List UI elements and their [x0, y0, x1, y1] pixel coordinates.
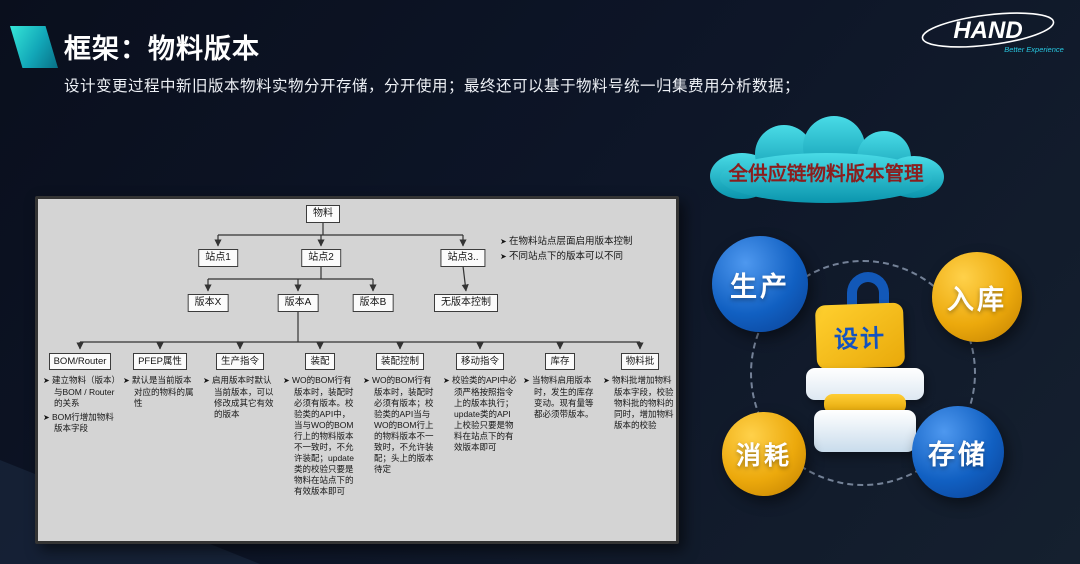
module-box: BOM/Router [48, 353, 112, 371]
lock-shackle-icon [847, 272, 889, 308]
module-box: PFEP属性 [133, 353, 187, 371]
supply-chain-cloud: 全供应链物料版本管理 [710, 116, 944, 203]
node-storage: 存储 [912, 406, 1004, 498]
module-note: WO的BOM行有版本时，装配时必须有版本；校验类的API当与WO的BOM行上的物… [363, 375, 437, 475]
logo-brand: HAND [953, 17, 1022, 44]
node-consumption: 消耗 [722, 412, 806, 496]
module-box: 装配 [305, 353, 335, 371]
version-node-a: 版本A [277, 294, 319, 312]
module-box: 库存 [545, 353, 575, 371]
module-box: 生产指令 [215, 353, 264, 371]
material-version-flowchart: 物料 站点1 站点2 站点3.. 在物料站点层面启用版本控制 不同站点下的版本可… [35, 196, 679, 544]
version-node-none: 无版本控制 [434, 294, 498, 312]
page-title: 框架：物料版本 [64, 34, 260, 64]
design-label: 设计 [833, 324, 887, 354]
logo-swoosh-icon [921, 12, 1055, 48]
platform-layer [814, 410, 916, 452]
module-note: WO的BOM行有版本时，装配时必须有版本。校验类的API中，当与WO的BOM行上… [283, 375, 357, 497]
root-node: 物料 [306, 205, 340, 223]
module-box: 装配控制 [375, 353, 424, 371]
module-column: 库存 当物料启用版本时，发生的库存变动。现有量等都必须带版本。 [520, 351, 600, 500]
module-note: 默认是当前版本对应的物料的属性 [123, 375, 197, 408]
design-card: 设计 [814, 302, 906, 370]
hand-logo: HAND Better Experience [921, 12, 1064, 54]
version-node-b: 版本B [352, 294, 394, 312]
title-accent-shape [10, 26, 58, 68]
module-note: 启用版本时默认当前版本，可以修改成其它有效的版本 [203, 375, 277, 420]
module-column: 装配控制 WO的BOM行有版本时，装配时必须有版本；校验类的API当与WO的BO… [360, 351, 440, 500]
module-box: 移动指令 [455, 353, 504, 371]
module-column: 移动指令 校验类的API中必须严格按照指令上的版本执行；update类的API上… [440, 351, 520, 500]
module-column: PFEP属性 默认是当前版本对应的物料的属性 [120, 351, 200, 500]
node-production: 生产 [712, 236, 808, 332]
node-label: 生产 [730, 271, 790, 302]
design-lock-icon: 设计 [802, 272, 932, 480]
site-node-2: 站点2 [301, 249, 341, 267]
site-version-notes: 在物料站点层面启用版本控制 不同站点下的版本可以不同 [500, 235, 676, 264]
node-label: 入库 [947, 284, 1007, 315]
module-note: 校验类的API中必须严格按照指令上的版本执行；update类的API上校验只要是… [443, 375, 517, 453]
node-label: 消耗 [735, 442, 792, 470]
module-note: BOM行增加物料版本字段 [43, 412, 117, 434]
site-note: 不同站点下的版本可以不同 [500, 250, 676, 265]
site-node-1: 站点1 [198, 249, 238, 267]
flowchart-connectors [76, 222, 644, 350]
module-box: 物料批 [620, 353, 660, 371]
version-node-x: 版本X [187, 294, 229, 312]
module-note: 物料批增加物料版本字段，校验物料批的物料的同时，增加物料版本的校验 [603, 375, 677, 431]
module-note: 建立物料（版本）与BOM / Router的关系 [43, 375, 117, 408]
page-subtitle: 设计变更过程中新旧版本物料实物分开存储，分开使用；最终还可以基于物料号统一归集费… [64, 78, 801, 95]
module-row: BOM/Router 建立物料（版本）与BOM / Router的关系 BOM行… [40, 351, 680, 500]
logo-tagline: Better Experience [1004, 45, 1064, 54]
module-column: 生产指令 启用版本时默认当前版本，可以修改成其它有效的版本 [200, 351, 280, 500]
site-note: 在物料站点层面启用版本控制 [500, 235, 676, 250]
module-column: BOM/Router 建立物料（版本）与BOM / Router的关系 BOM行… [40, 351, 120, 500]
node-inbound: 入库 [932, 252, 1022, 342]
dashed-ring [750, 260, 976, 486]
site-node-3: 站点3.. [440, 249, 486, 267]
node-label: 存储 [928, 439, 988, 470]
module-note: 当物料启用版本时，发生的库存变动。现有量等都必须带版本。 [523, 375, 597, 420]
platform-layer [824, 394, 906, 414]
cloud-label: 全供应链物料版本管理 [727, 162, 924, 185]
module-column: 装配 WO的BOM行有版本时，装配时必须有版本。校验类的API中，当与WO的BO… [280, 351, 360, 500]
module-column: 物料批 物料批增加物料版本字段，校验物料批的物料的同时，增加物料版本的校验 [600, 351, 680, 500]
